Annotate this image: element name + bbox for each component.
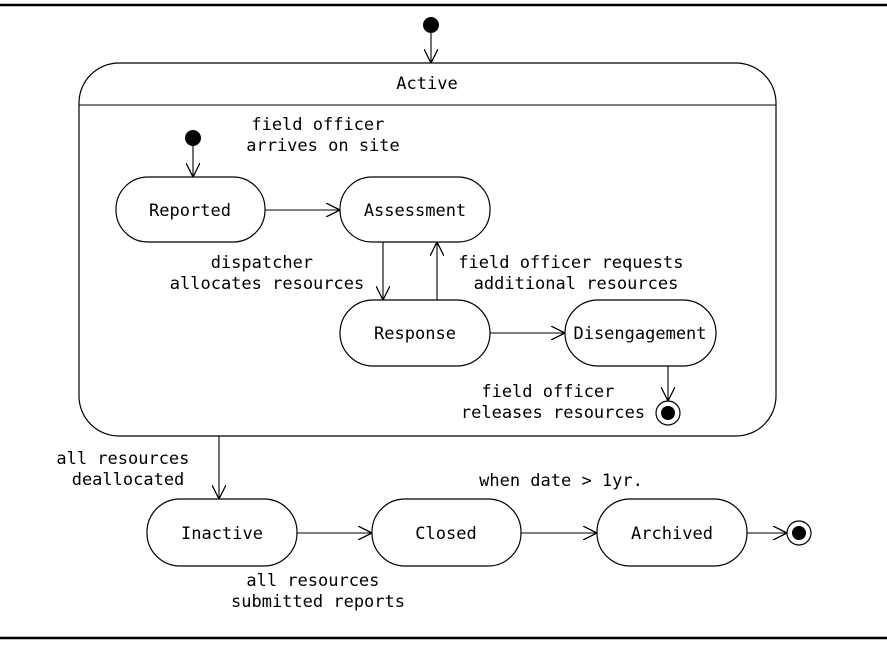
state-closed-label: Closed xyxy=(415,524,476,544)
state-archived-label: Archived xyxy=(631,524,713,544)
state-closed: Closed xyxy=(371,498,522,567)
transition-label-submitted: all resources submitted reports xyxy=(231,571,405,612)
state-assessment: Assessment xyxy=(339,176,491,243)
state-response: Response xyxy=(339,299,491,367)
composite-name: Active xyxy=(396,74,457,94)
state-inactive: Inactive xyxy=(146,498,298,567)
state-reported: Reported xyxy=(115,176,266,243)
state-inactive-label: Inactive xyxy=(181,524,263,544)
state-reported-label: Reported xyxy=(149,201,231,221)
transition-label-requests: field officer requests additional resour… xyxy=(458,253,693,294)
state-archived: Archived xyxy=(596,498,748,567)
state-disengagement-label: Disengagement xyxy=(573,324,706,344)
transition-label-date: when date > 1yr. xyxy=(479,471,643,491)
inner-final-state xyxy=(655,400,681,426)
state-disengagement: Disengagement xyxy=(564,299,717,367)
transition-label-allocates: dispatcher allocates resources xyxy=(170,253,364,294)
inner-initial-state xyxy=(185,130,201,146)
state-response-label: Response xyxy=(374,324,456,344)
transition-label-deallocated: all resources deallocated xyxy=(56,449,199,490)
initial-state xyxy=(423,17,439,33)
state-assessment-label: Assessment xyxy=(364,201,466,221)
transition-label-releases: field officer releases resources xyxy=(461,382,645,423)
transition-label-arrives: field officer arrives on site xyxy=(246,115,400,156)
final-state xyxy=(786,520,812,546)
active-composite-state: Active xyxy=(78,62,777,437)
